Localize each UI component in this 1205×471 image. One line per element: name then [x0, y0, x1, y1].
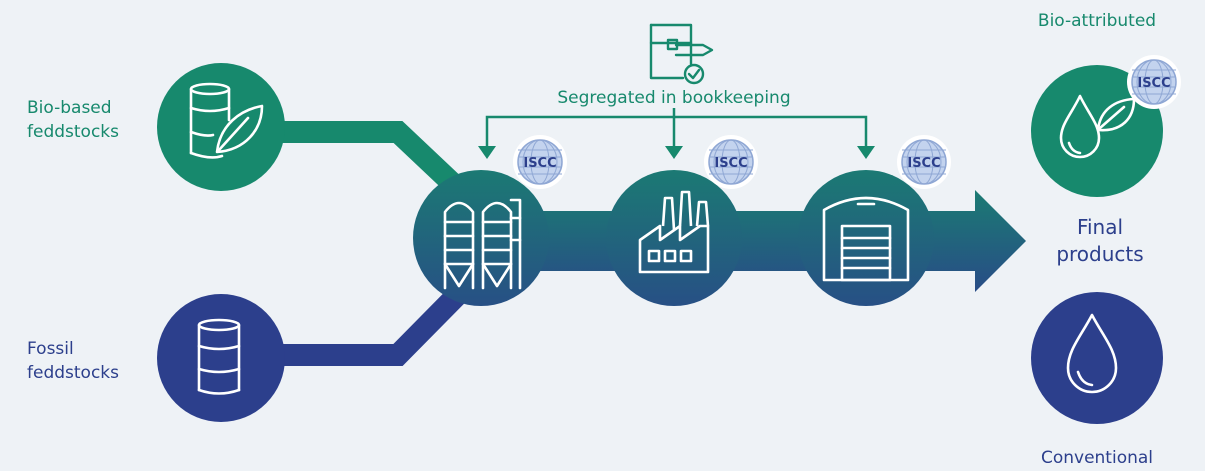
bio-feedstock-label: Bio-based feddstocks: [27, 96, 119, 144]
iscc-badge-text: ISCC: [907, 156, 940, 171]
final-products-label-line2: products: [1056, 242, 1144, 266]
arrow-to-warehouse: [857, 146, 875, 159]
final-products-label: Final products: [1020, 214, 1180, 268]
iscc-badge-text: ISCC: [1137, 76, 1170, 91]
bio-feedstock-label-line1: Bio-based: [27, 98, 112, 118]
ledger-pen-icon: [649, 23, 714, 85]
bio-feed-pipe: [258, 121, 478, 208]
barrel-leaf-icon: [189, 82, 264, 159]
flow-arrow-head: [975, 190, 1026, 292]
bio-feedstock-node: [157, 63, 285, 191]
fossil-feedstock-label-line2: feddstocks: [27, 363, 119, 383]
iscc-globe-icon: [518, 139, 562, 185]
iscc-badge-storage: ISCC: [513, 135, 567, 189]
bio-attributed-label: Bio-attributed: [1037, 11, 1157, 31]
bookkeeping-bracket: [485, 108, 868, 150]
factory-icon: [638, 190, 710, 274]
conventional-node: [1031, 292, 1163, 424]
fossil-feedstock-label: Fossil feddstocks: [27, 337, 119, 385]
fossil-feedstock-label-line1: Fossil: [27, 339, 74, 359]
iscc-globe-icon: [709, 139, 753, 185]
drop-icon: [1066, 313, 1118, 394]
silos-icon: [443, 198, 522, 290]
fossil-feed-pipe: [258, 274, 478, 366]
iscc-badge-text: ISCC: [523, 156, 556, 171]
iscc-badge-warehouse: ISCC: [897, 135, 951, 189]
bookkeeping-label: Segregated in bookkeeping: [557, 88, 791, 108]
storage-node: [413, 170, 549, 306]
conventional-label: Conventional: [1040, 448, 1154, 468]
bio-feedstock-label-line2: feddstocks: [27, 122, 119, 142]
badge-layer: ISCC ISCC ISCC ISCC: [513, 55, 1181, 189]
warehouse-node: [798, 170, 934, 306]
fossil-feedstock-node: [157, 294, 285, 422]
arrow-to-factory: [665, 146, 683, 159]
iscc-badge-factory: ISCC: [704, 135, 758, 189]
iscc-badge-text: ISCC: [714, 156, 747, 171]
warehouse-icon: [822, 196, 910, 282]
final-products-label-line1: Final: [1076, 215, 1124, 239]
iscc-globe-icon: [1132, 59, 1176, 105]
arrow-to-storage: [478, 146, 496, 159]
factory-node: [606, 170, 742, 306]
iscc-badge-bio-attributed: ISCC: [1127, 55, 1181, 109]
iscc-globe-icon: [902, 139, 946, 185]
barrel-icon: [197, 318, 241, 395]
